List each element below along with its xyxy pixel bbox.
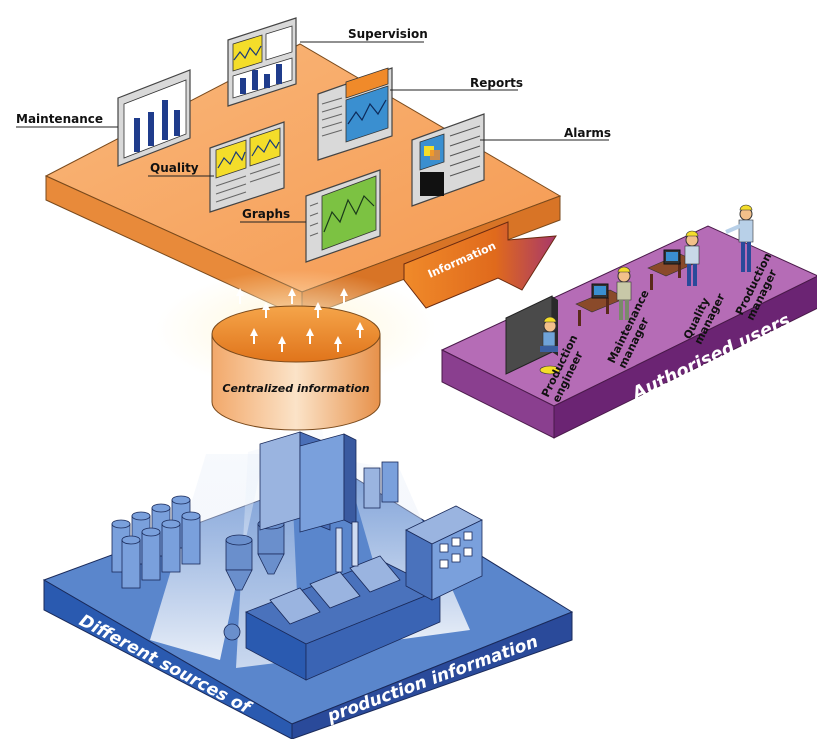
- label-reports: Reports: [470, 76, 523, 90]
- label-leaders: [16, 41, 609, 223]
- user-figures: [505, 204, 754, 375]
- factory: [111, 431, 483, 681]
- office-building: [363, 461, 483, 601]
- label-maintenance: Maintenance: [16, 112, 103, 126]
- central-tower: [259, 431, 357, 533]
- label-quality: Quality: [150, 161, 199, 175]
- sawtooth-building: [245, 521, 441, 681]
- label-alarms: Alarms: [564, 126, 611, 140]
- maintenance-screen: [117, 69, 191, 167]
- centralized-label: Centralized information: [222, 382, 369, 395]
- upward-arrows: [236, 288, 364, 352]
- quality-screen: [209, 121, 285, 213]
- silos: [111, 495, 201, 589]
- label-graphs: Graphs: [242, 207, 290, 221]
- supervision-screen: [227, 17, 297, 107]
- label-supervision: Supervision: [348, 27, 428, 41]
- centralized-cylinder: Centralized information: [156, 270, 436, 431]
- alarms-screen: [411, 113, 485, 207]
- information-arrow: Information: [403, 221, 557, 309]
- graphs-screen: [305, 169, 381, 263]
- hoppers: [223, 518, 285, 641]
- reports-screen: [317, 67, 393, 161]
